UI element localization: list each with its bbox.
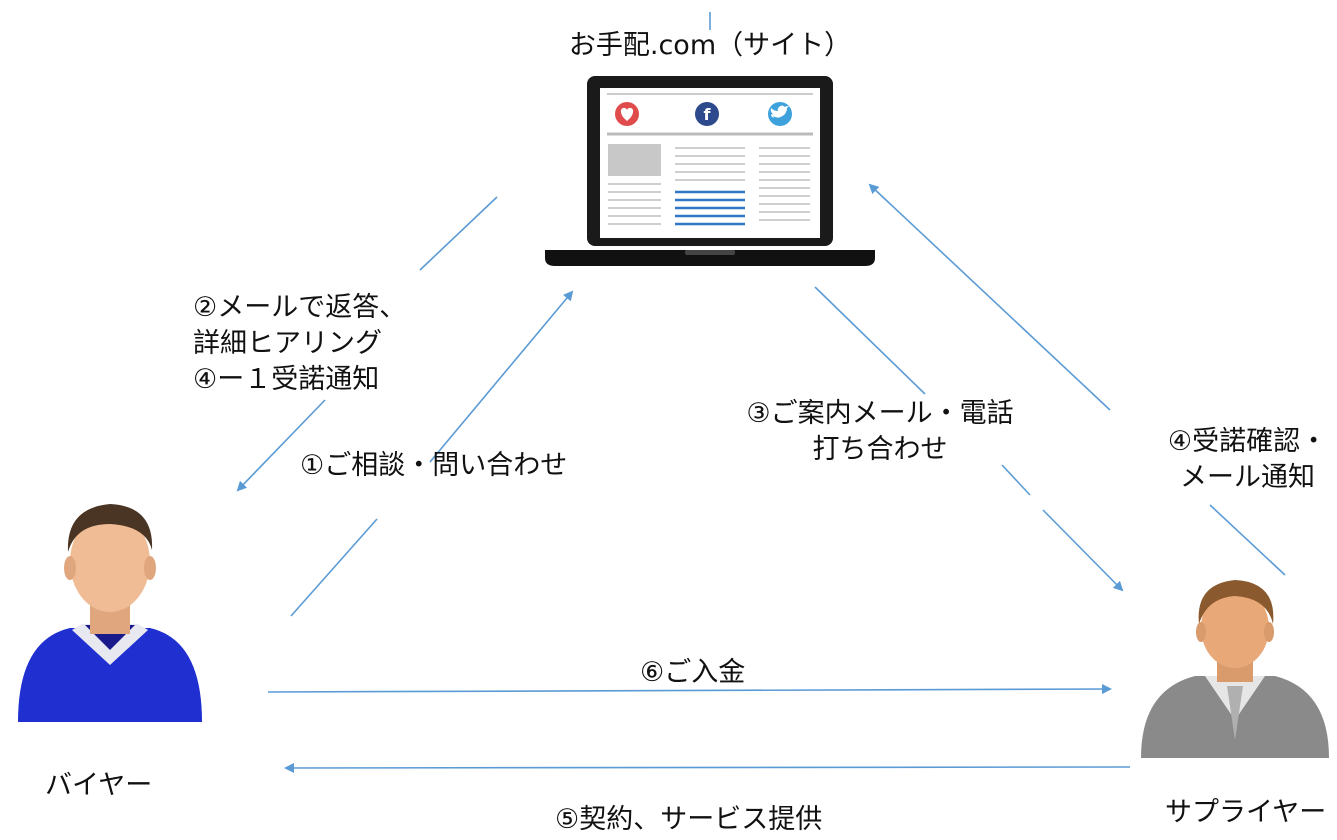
facebook-icon: f [695, 102, 719, 126]
site-title: お手配.com（サイト） [568, 30, 852, 61]
svg-text:f: f [704, 105, 712, 124]
arrow-step2-upper [419, 196, 498, 271]
arrow-step2-lower [236, 399, 326, 492]
buyer-label: バイヤー [45, 770, 153, 801]
arrow-step3-mid [1001, 464, 1031, 496]
arrow-step5 [284, 762, 1131, 773]
arrow-step1-lower [290, 518, 378, 617]
supplier-avatar-icon [1141, 580, 1329, 758]
arrow-step4-upper [868, 183, 1111, 411]
twitter-icon [768, 102, 792, 126]
arrow-step4-lower [1209, 504, 1286, 576]
step6-label: ⑥ご入金 [640, 657, 746, 688]
step1-label: ①ご相談・問い合わせ [300, 450, 568, 481]
arrow-step3-lower [1042, 509, 1124, 592]
step2-label-line2: 詳細ヒアリング [193, 328, 382, 359]
supplier-label: サプライヤー [1165, 797, 1327, 828]
step4-label-line1: ④受諾確認・ [1167, 426, 1328, 457]
step2-label-line1: ②メールで返答、 [193, 292, 407, 323]
arrow-step3-upper [814, 286, 926, 395]
step2-label-line3: ④ー１受諾通知 [193, 364, 380, 395]
step4-label-line2: メール通知 [1180, 462, 1315, 493]
heart-icon [615, 102, 639, 126]
step5-label: ⑤契約、サービス提供 [555, 804, 823, 835]
step3-label-line1: ③ご案内メール・電話 [746, 398, 1014, 429]
laptop-icon: f [545, 76, 875, 266]
buyer-avatar-icon [18, 504, 202, 722]
arrow-step1-upper [429, 290, 574, 463]
step3-label-line2: 打ち合わせ [812, 434, 948, 465]
arrow-step6 [267, 684, 1112, 695]
